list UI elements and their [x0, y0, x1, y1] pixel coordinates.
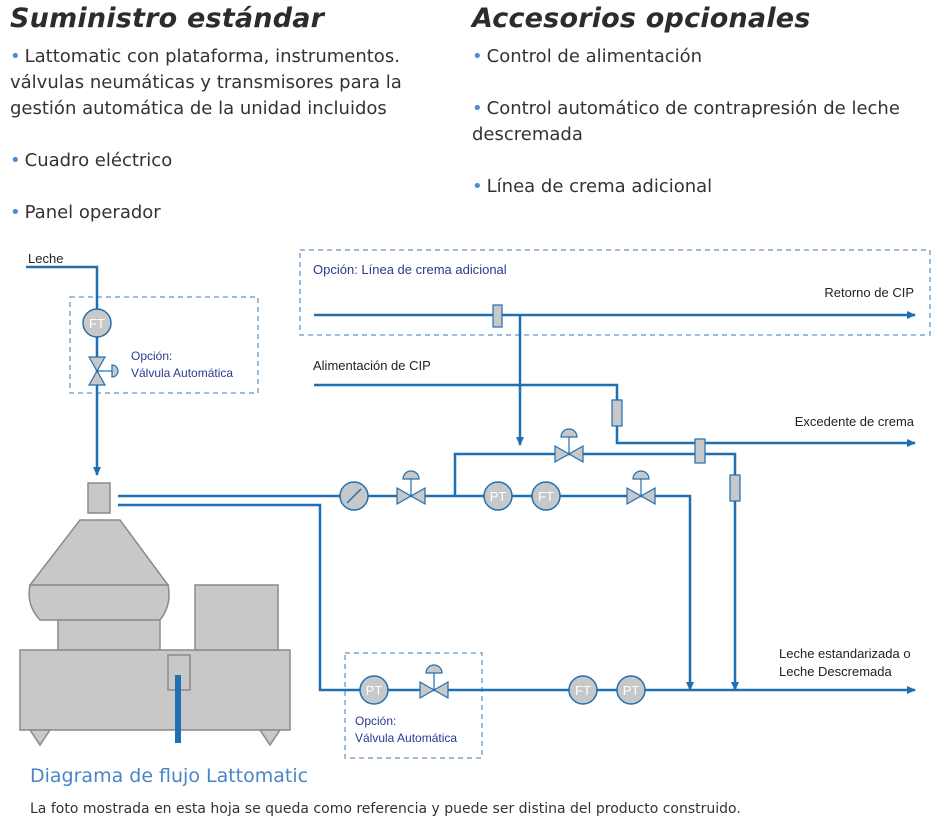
- diagram-caption: Diagrama de flujo Lattomatic: [30, 765, 309, 787]
- label-output-2: Leche Descremada: [779, 664, 892, 679]
- list-item: •Panel operador: [10, 202, 161, 223]
- label-option-top-2: Válvula Automática: [131, 366, 233, 380]
- ft-instrument-top: FT: [82, 308, 112, 338]
- bullet-icon: •: [472, 176, 483, 197]
- label-leche: Leche: [28, 251, 63, 266]
- separator-machine: [19, 482, 291, 747]
- option-cream-line-box: [299, 249, 931, 336]
- valve-skim: [419, 664, 449, 700]
- ft-instrument-output: FT: [568, 675, 598, 705]
- label-option-bottom-2: Válvula Automática: [355, 731, 457, 745]
- bullet-icon: •: [10, 46, 21, 67]
- svg-text:PT: PT: [623, 683, 640, 698]
- optional-accessories-list: •Control de alimentación •Control automá…: [472, 44, 932, 200]
- valve-recirculation: [554, 428, 584, 464]
- bullet-icon: •: [472, 46, 483, 67]
- label-cream-excess: Excedente de crema: [795, 414, 915, 429]
- pt-instrument-skim: PT: [359, 675, 389, 705]
- svg-text:FT: FT: [538, 489, 554, 504]
- label-option-cream-line: Opción: Línea de crema adicional: [313, 262, 507, 277]
- list-item: •Control automático de contrapresión de …: [472, 98, 900, 145]
- svg-text:PT: PT: [490, 489, 507, 504]
- optional-accessories-section: Accesorios opcionales •Control de alimen…: [472, 0, 932, 226]
- pt-instrument-cream: PT: [483, 481, 513, 511]
- list-item: •Control de alimentación: [472, 46, 703, 67]
- label-output-1: Leche estandarizada o: [779, 646, 911, 661]
- list-item: •Lattomatic con plataforma, instrumentos…: [10, 46, 402, 119]
- option-valve-box-bottom: [344, 652, 483, 759]
- disclaimer-note: La foto mostrada en esta hoja se queda c…: [30, 801, 741, 817]
- standard-supply-list: •Lattomatic con plataforma, instrumentos…: [10, 44, 450, 226]
- tee-cip-return: [492, 304, 503, 328]
- label-cip-feed: Alimentación de CIP: [313, 358, 431, 373]
- optional-accessories-heading: Accesorios opcionales: [472, 3, 811, 34]
- machine-drive-pipe: [175, 675, 181, 743]
- svg-text:FT: FT: [89, 316, 105, 331]
- sight-glass-output: [729, 474, 741, 502]
- svg-text:PT: PT: [366, 683, 383, 698]
- list-item: •Cuadro eléctrico: [10, 150, 173, 171]
- svg-text:FT: FT: [575, 683, 591, 698]
- bullet-icon: •: [10, 202, 21, 223]
- tee-cream-excess: [694, 438, 706, 464]
- valve-cream-2: [626, 470, 656, 506]
- pt-instrument-output: PT: [616, 675, 646, 705]
- label-option-bottom-1: Opción:: [355, 714, 396, 728]
- flow-diagram: FT PT FT PT: [19, 249, 931, 759]
- bullet-icon: •: [10, 150, 21, 171]
- standard-supply-section: Suministro estándar •Lattomatic con plat…: [10, 0, 450, 252]
- list-item: •Línea de crema adicional: [472, 176, 713, 197]
- valve-cream: [396, 470, 426, 506]
- bullet-icon: •: [472, 98, 483, 119]
- sight-glass-cip: [611, 399, 623, 427]
- valve-top: [87, 356, 119, 386]
- ft-instrument-cream: FT: [531, 481, 561, 511]
- label-cip-return: Retorno de CIP: [824, 285, 914, 300]
- label-option-top-1: Opción:: [131, 349, 172, 363]
- pressure-gauge: [339, 481, 369, 511]
- option-valve-box-top: [69, 296, 259, 394]
- standard-supply-heading: Suministro estándar: [10, 3, 325, 34]
